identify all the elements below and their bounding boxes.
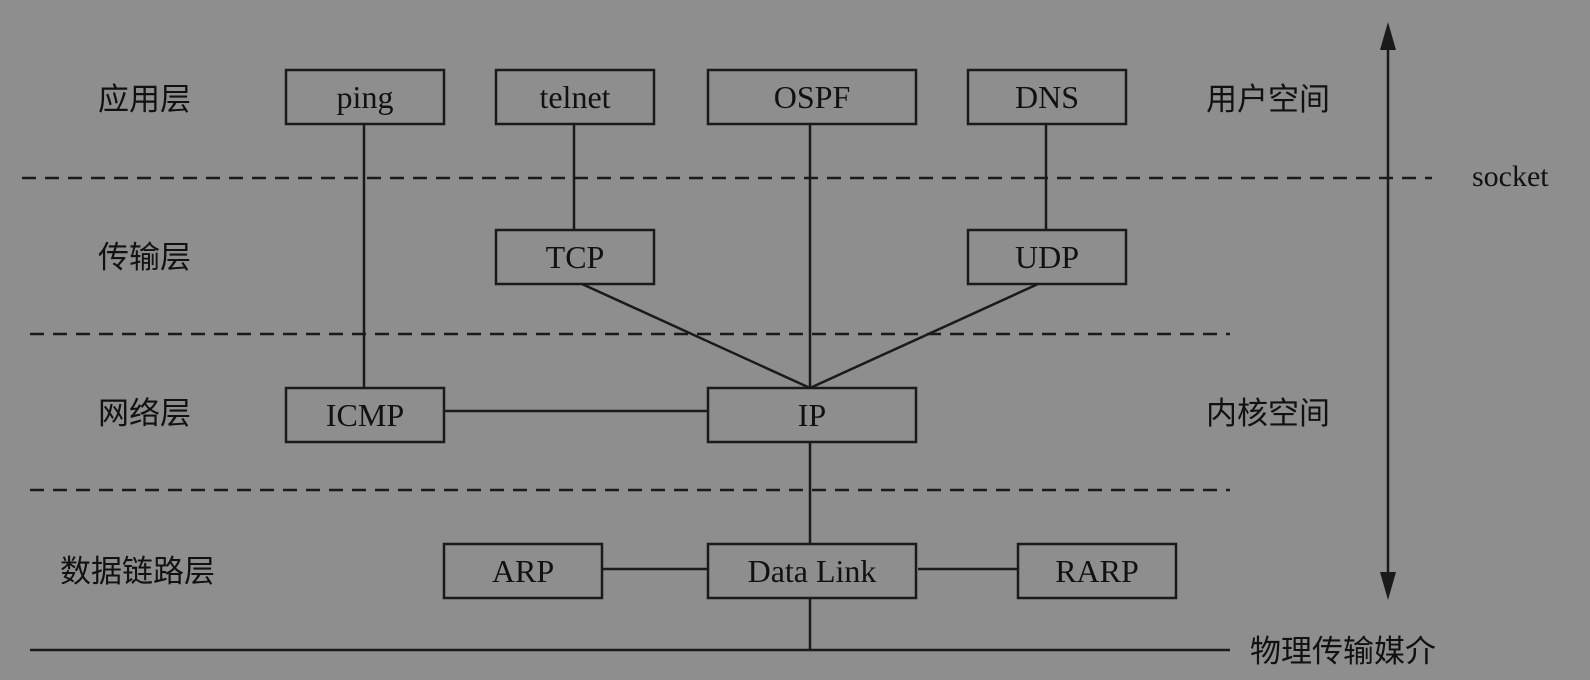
box-tcp: TCP <box>494 228 656 286</box>
box-ping-label: ping <box>337 79 394 115</box>
arrow-down-icon <box>1380 572 1396 600</box>
box-icmp-label: ICMP <box>326 397 404 433</box>
socket-label: socket <box>1472 160 1549 193</box>
layer-label-application: 应用层 <box>98 82 191 118</box>
box-icmp: ICMP <box>284 386 446 444</box>
box-ospf-label: OSPF <box>774 79 851 115</box>
box-telnet: telnet <box>494 68 656 126</box>
box-ip-label: IP <box>798 397 826 433</box>
link-tcp-ip <box>581 282 811 390</box>
kernel-space-label: 内核空间 <box>1206 396 1330 432</box>
box-arp: ARP <box>442 542 604 600</box>
box-ping: ping <box>284 68 446 126</box>
connections <box>362 124 1048 650</box>
physical-medium-label: 物理传输媒介 <box>1250 634 1436 670</box>
user-kernel-space-arrow <box>1380 22 1396 600</box>
layer-label-datalink: 数据链路层 <box>60 554 215 590</box>
box-telnet-label: telnet <box>539 79 610 115</box>
user-space-label: 用户空间 <box>1206 82 1330 118</box>
box-udp: UDP <box>966 228 1128 286</box>
box-udp-label: UDP <box>1015 239 1079 275</box>
box-rarp: RARP <box>1016 542 1178 600</box>
arrow-up-icon <box>1380 22 1396 50</box>
box-datalink: Data Link <box>706 542 918 600</box>
box-ospf: OSPF <box>706 68 918 126</box>
box-dns-label: DNS <box>1015 79 1079 115</box>
link-udp-ip <box>809 282 1039 390</box>
layer-label-transport: 传输层 <box>98 240 191 276</box>
box-tcp-label: TCP <box>546 239 605 275</box>
box-rarp-label: RARP <box>1055 553 1139 589</box>
box-ip: IP <box>706 386 918 444</box>
box-arp-label: ARP <box>492 553 554 589</box>
box-datalink-label: Data Link <box>748 553 877 589</box>
layer-label-network: 网络层 <box>98 396 191 432</box>
box-dns: DNS <box>966 68 1128 126</box>
